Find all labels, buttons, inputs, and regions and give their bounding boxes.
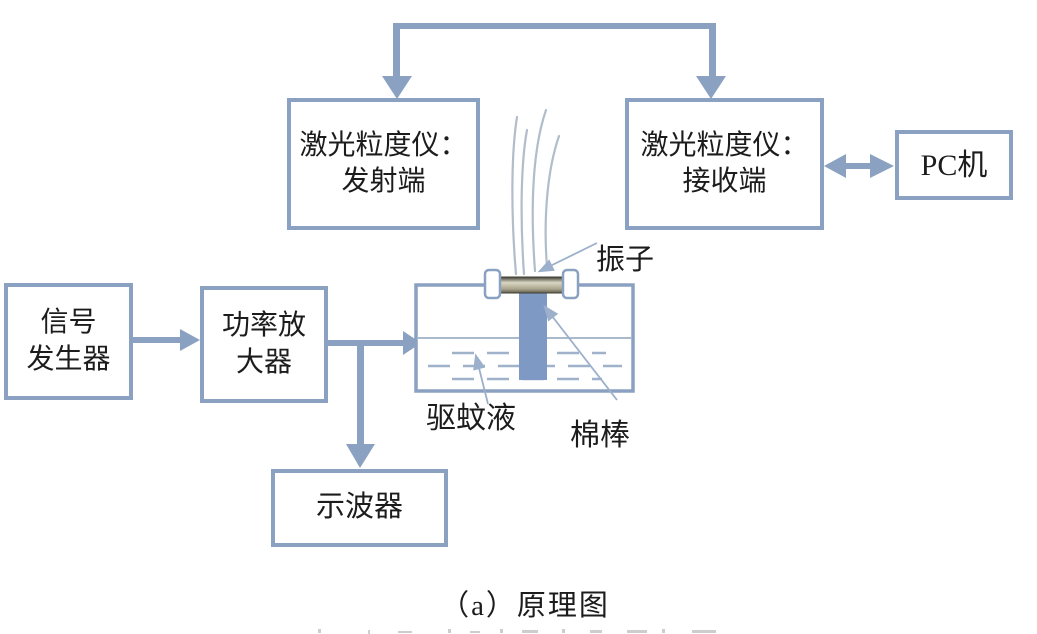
arrow-branch-to-oscilloscope [346, 340, 375, 468]
smoke-wisps [511, 108, 561, 276]
laser-receiver-line2: 接收端 [682, 166, 767, 197]
annotation-arrows [473, 242, 618, 405]
power-amplifier-line2: 大器 [235, 346, 292, 378]
box-oscilloscope: 示波器 [271, 469, 448, 547]
box-laser-receiver: 激光粒度仪： 接收端 [625, 98, 824, 230]
vibrator-label: 振子 [596, 244, 655, 276]
signal-generator-line1: 信号 [40, 307, 97, 339]
repellent-liquid-label: 驱蚊液 [426, 402, 516, 435]
repellent-pointer [473, 353, 489, 405]
arrow-amplifier-to-tank [328, 331, 421, 355]
oscilloscope-label: 示波器 [315, 491, 403, 524]
transducer-clamp-right [561, 268, 580, 300]
laser-emitter-line1: 激光粒度仪： [299, 129, 468, 161]
box-power-amplifier: 功率放 大器 [200, 286, 328, 403]
pc-label: PC机 [920, 148, 988, 182]
laser-emitter-line2: 发射端 [341, 166, 426, 197]
power-amplifier-line1: 功率放 [221, 310, 306, 342]
box-laser-emitter: 激光粒度仪： 发射端 [287, 98, 480, 230]
figure-caption: （a）原理图 [440, 590, 610, 622]
arrow-receiver-pc-bidirectional [824, 154, 894, 178]
liquid-tank [414, 268, 635, 393]
signal-generator-line2: 发生器 [26, 343, 111, 375]
laser-receiver-line1: 激光粒度仪： [640, 129, 809, 161]
cotton-stick [519, 290, 547, 380]
bottom-cutoff-marks [318, 629, 716, 634]
box-pc: PC机 [895, 130, 1013, 200]
transducer-clamp-left [483, 268, 502, 300]
vibrator-pointer [537, 242, 598, 273]
arrow-signal-to-amplifier [133, 329, 200, 351]
cotton-pointer [543, 304, 618, 401]
top-connector-arrows [382, 23, 726, 99]
cotton-stick-label: 棉棒 [570, 419, 630, 452]
box-signal-generator: 信号 发生器 [4, 283, 133, 400]
